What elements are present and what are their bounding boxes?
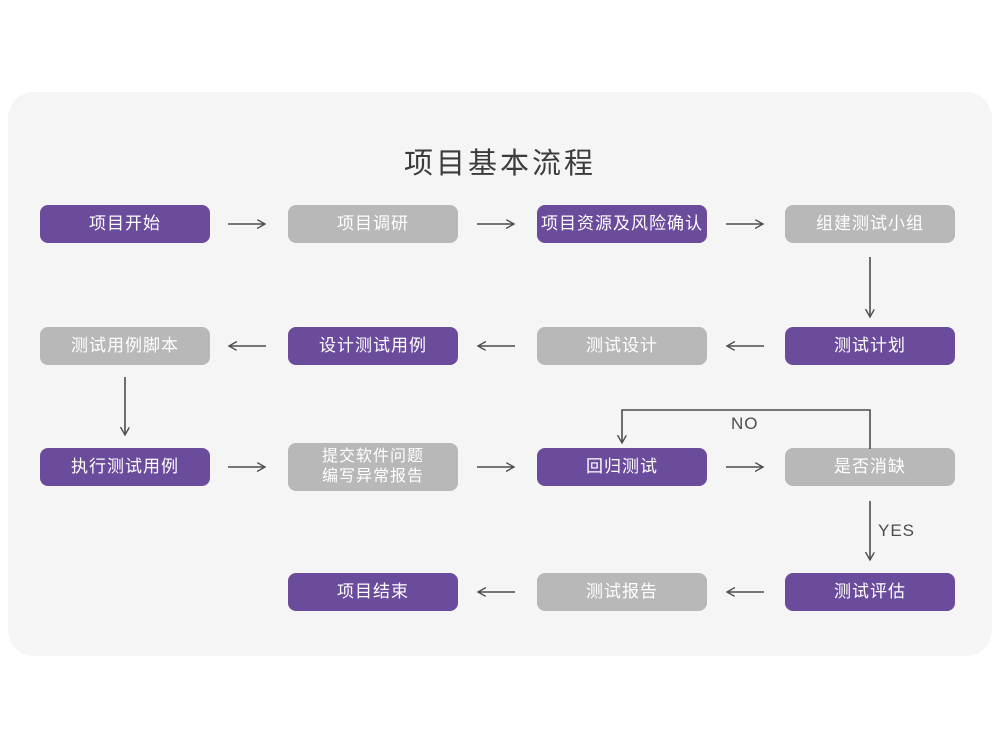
node-regression-test: 回归测试 [537,448,707,486]
node-project-start: 项目开始 [40,205,210,243]
node-build-test-team: 组建测试小组 [785,205,955,243]
diagram-title: 项目基本流程 [403,148,596,180]
node-test-case-script: 测试用例脚本 [40,327,210,365]
node-resources-risk: 项目资源及风险确认 [537,205,707,243]
node-test-design: 测试设计 [537,327,707,365]
node-test-report: 测试报告 [537,573,707,611]
node-project-research: 项目调研 [288,205,458,243]
node-execute-test-cases: 执行测试用例 [40,448,210,486]
node-test-plan: 测试计划 [785,327,955,365]
node-design-test-cases: 设计测试用例 [288,327,458,365]
node-project-end: 项目结束 [288,573,458,611]
node-submit-issue-report: 提交软件问题 编写异常报告 [288,443,458,491]
branch-label-yes: YES [878,521,916,540]
branch-label-no: NO [731,414,759,433]
node-defect-cleared: 是否消缺 [785,448,955,486]
flowchart-card [8,92,992,656]
node-test-evaluation: 测试评估 [785,573,955,611]
